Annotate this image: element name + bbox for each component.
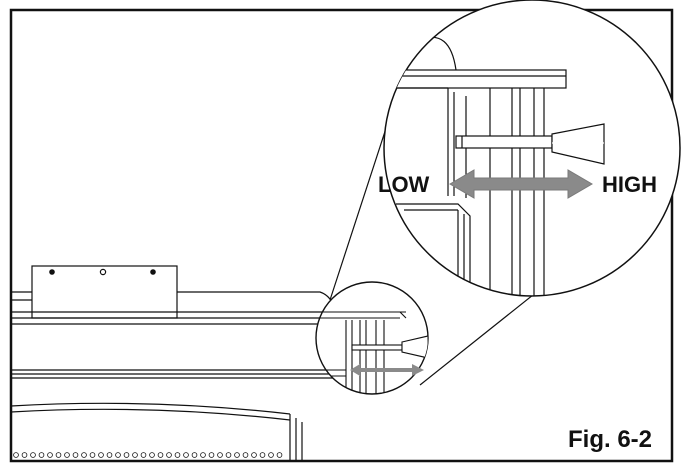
louver-dot <box>217 452 223 458</box>
screw-icon <box>150 269 156 275</box>
control-bracket <box>31 265 178 319</box>
louver-dot <box>251 452 257 458</box>
low-label: LOW <box>378 172 430 197</box>
figure-frame <box>9 8 674 463</box>
figure-caption: Fig. 6-2 <box>568 426 653 453</box>
louver-dot <box>174 452 181 458</box>
adjust-arrow-icon <box>449 169 593 199</box>
louver-dot <box>140 452 147 458</box>
louver-dot <box>191 452 198 458</box>
louver-row <box>13 452 283 458</box>
louver-dot <box>149 452 155 458</box>
louver-dot <box>55 452 62 458</box>
louver-dot <box>89 452 96 458</box>
louver-dot <box>64 452 70 458</box>
screw-icon <box>49 269 55 275</box>
louver-dot <box>183 452 189 458</box>
louver-dot <box>132 452 138 458</box>
louver-dot <box>115 452 121 458</box>
magnified-detail-circle <box>383 0 681 297</box>
louver-dot <box>166 452 172 458</box>
small-adjust-arrow-icon <box>350 364 424 376</box>
louver-dot <box>242 452 249 458</box>
louver-dot <box>276 452 283 458</box>
louver-dot <box>200 452 206 458</box>
louver-dot <box>259 452 266 458</box>
louver-dot <box>81 452 87 458</box>
louver-dot <box>72 452 79 458</box>
louver-dot <box>13 452 19 458</box>
louver-dot <box>208 452 215 458</box>
small-detail-circle <box>315 281 429 395</box>
louver-dot <box>268 452 274 458</box>
louver-dot <box>123 452 130 458</box>
louver-dot <box>98 452 104 458</box>
screw-icon <box>99 268 107 276</box>
louver-dot <box>38 452 45 458</box>
louver-dot <box>225 452 232 458</box>
louver-dot <box>30 452 36 458</box>
louver-dot <box>21 452 28 458</box>
louver-dot <box>106 452 113 458</box>
high-label: HIGH <box>602 172 657 197</box>
firebox-body <box>11 402 303 461</box>
louver-dot <box>234 452 240 458</box>
louver-dot <box>47 452 53 458</box>
louver-dot <box>157 452 164 458</box>
